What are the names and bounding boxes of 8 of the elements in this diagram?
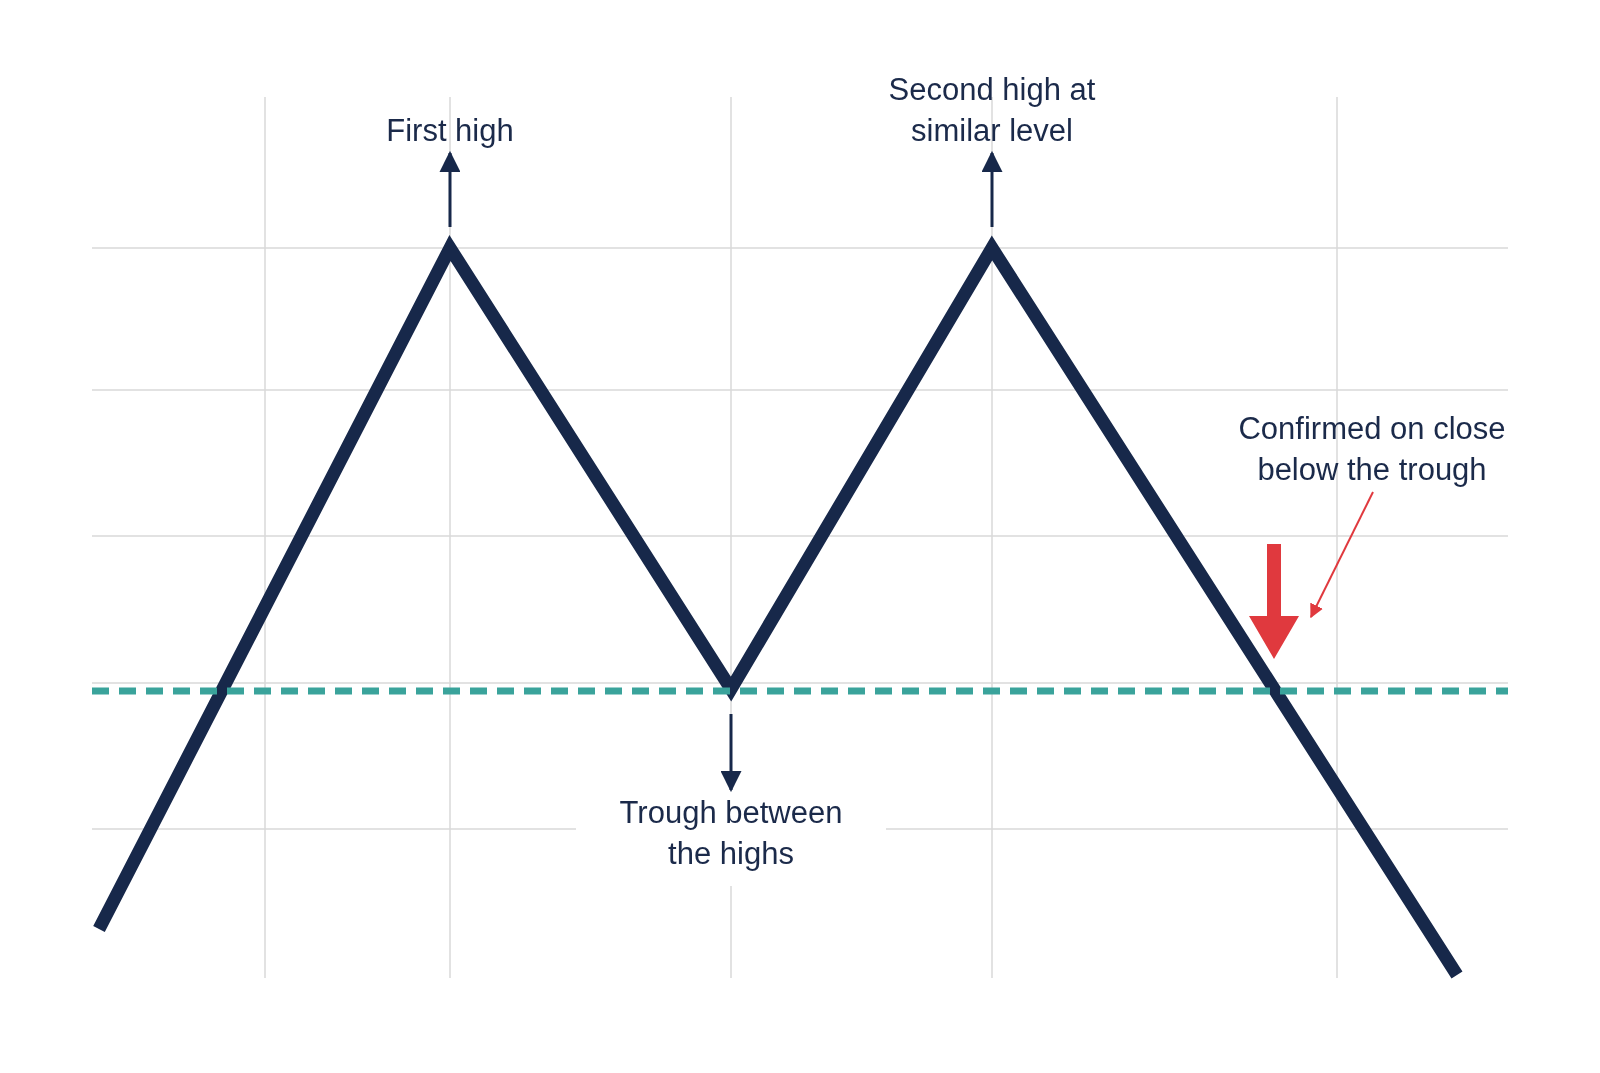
annotation-label: Trough between the highs [591,790,871,876]
leader-line [1310,491,1374,619]
annotation-label: Second high at similar level [852,67,1132,153]
arrow [981,150,1003,227]
arrow [720,714,742,793]
annotation-label: Confirmed on close below the trough [1192,406,1552,492]
annotation-label: First high [380,108,520,153]
arrow [439,150,461,227]
